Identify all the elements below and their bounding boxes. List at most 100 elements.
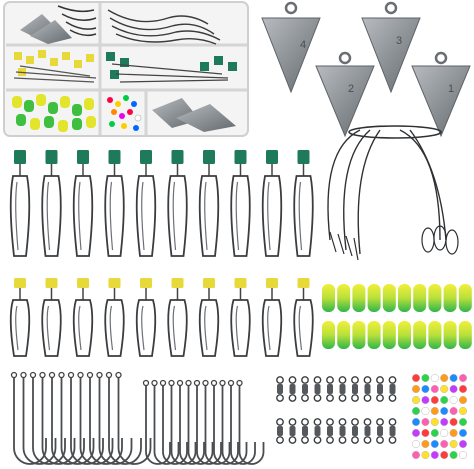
- bead: [430, 395, 439, 405]
- snap-clip: [104, 278, 125, 357]
- barrel-swivel: [338, 376, 347, 402]
- snap-clip: [135, 150, 157, 257]
- barrel-swivel: [338, 418, 347, 444]
- float-beads: [322, 284, 472, 349]
- snap-clip: [261, 150, 283, 257]
- float: [322, 284, 335, 312]
- fishing-hook: [29, 371, 66, 465]
- bead: [440, 450, 449, 460]
- float: [352, 321, 366, 349]
- float: [322, 321, 335, 349]
- bead: [440, 384, 449, 394]
- bead: [449, 450, 458, 460]
- fishing-hook: [210, 379, 239, 465]
- sinker-size-label: 3: [396, 35, 402, 47]
- float: [443, 321, 457, 349]
- fishing-hook: [168, 379, 197, 465]
- wire-leaders: [327, 125, 459, 261]
- snap-clip: [293, 278, 314, 357]
- fishing-hook: [236, 379, 265, 465]
- bead: [411, 439, 421, 449]
- barrel-swivel: [276, 376, 284, 402]
- bead: [430, 450, 439, 460]
- fishing-hooks-small: [142, 379, 265, 465]
- float: [443, 284, 457, 312]
- snap-clip: [104, 150, 125, 257]
- pyramid-sinker: 2: [315, 51, 375, 138]
- snap-clip: [41, 278, 62, 357]
- bead: [430, 384, 439, 394]
- float: [352, 284, 366, 312]
- bead: [411, 395, 421, 405]
- float: [367, 321, 381, 349]
- fishing-hook: [219, 379, 248, 465]
- fishing-hook: [86, 371, 123, 465]
- bead: [421, 428, 430, 438]
- float: [458, 284, 472, 312]
- float: [398, 284, 411, 312]
- snap-clip: [230, 150, 251, 257]
- snap-clip: [41, 150, 62, 257]
- fishing-hook: [48, 371, 85, 465]
- barrel-swivel: [276, 418, 284, 444]
- snap-clip: [293, 150, 314, 257]
- snap-clip: [9, 278, 31, 357]
- snap-clip: [167, 278, 188, 357]
- barrel-swivel: [351, 418, 359, 444]
- float: [382, 284, 396, 312]
- bead: [430, 428, 439, 438]
- bead: [458, 439, 468, 449]
- fishing-hook: [96, 371, 133, 465]
- barrel-swivel: [363, 418, 372, 444]
- fishing-hook: [58, 371, 95, 465]
- bead: [458, 384, 468, 394]
- bead: [458, 417, 468, 427]
- bead: [458, 406, 468, 416]
- barrel-swivel: [326, 376, 334, 402]
- bead: [421, 384, 430, 394]
- fishing-hook: [185, 379, 214, 465]
- snap-clip: [261, 278, 283, 357]
- bead: [421, 450, 430, 460]
- colored-beads: [411, 373, 468, 460]
- fishing-hook: [193, 379, 222, 465]
- bead: [440, 417, 449, 427]
- bead: [449, 395, 458, 405]
- fishing-hook: [115, 371, 152, 465]
- float: [413, 284, 427, 312]
- fishing-hook: [176, 379, 205, 465]
- float: [413, 321, 427, 349]
- barrel-swivel: [363, 376, 372, 402]
- snap-clip: [230, 278, 251, 357]
- bead: [430, 406, 439, 416]
- snap-clip: [72, 150, 94, 257]
- float: [428, 321, 442, 349]
- barrel-swivel: [326, 418, 334, 444]
- pyramid-sinker: 4: [261, 1, 321, 94]
- sinker-size-label: 4: [300, 39, 306, 51]
- bead: [421, 406, 430, 416]
- float: [367, 284, 381, 312]
- barrel-swivel: [388, 418, 397, 444]
- barrel-swivel: [376, 376, 384, 402]
- snap-clip: [135, 278, 157, 357]
- bead: [411, 450, 421, 460]
- bead: [440, 395, 449, 405]
- barrel-swivel: [288, 376, 297, 402]
- bead: [421, 373, 430, 383]
- sinker-size-label: 1: [448, 83, 454, 95]
- snap-clip: [167, 150, 188, 257]
- bead: [449, 406, 458, 416]
- snap-clip: [198, 150, 220, 257]
- green-snap-clips: [9, 150, 314, 257]
- bead: [430, 373, 439, 383]
- fishing-hook: [20, 371, 57, 465]
- bead: [449, 439, 458, 449]
- bead: [440, 406, 449, 416]
- bead: [440, 428, 449, 438]
- bead: [440, 439, 449, 449]
- pyramid-sinker: 1: [411, 51, 471, 138]
- barrel-swivel: [301, 376, 309, 402]
- sinker-size-label: 2: [348, 83, 354, 95]
